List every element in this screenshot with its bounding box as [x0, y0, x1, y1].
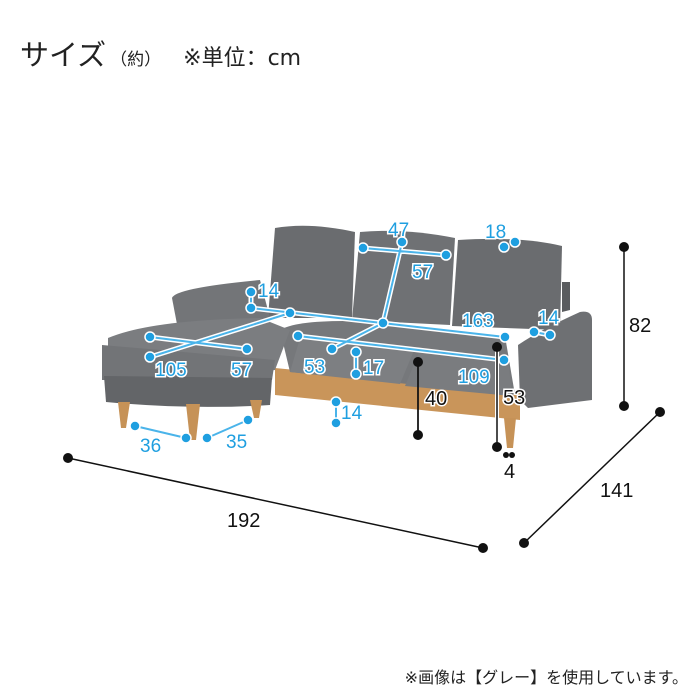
leg: [118, 402, 130, 428]
label-total-depth: 141: [600, 480, 633, 502]
leg: [504, 418, 516, 448]
label-arm-height: 53: [503, 387, 525, 409]
leg: [186, 404, 200, 440]
ottoman-base: [104, 376, 272, 407]
label-ottoman-leg-span-w: 36: [140, 436, 161, 457]
image-note: ※画像は【グレー】を使用しています。: [404, 668, 688, 687]
black-dimension-lines: [63, 242, 665, 553]
title-unit: ※単位：cm: [183, 46, 302, 71]
size-title: サイズ（約） ※単位：cm: [20, 32, 301, 74]
label-total-width: 192: [227, 510, 260, 532]
label-seat-depth: 53: [304, 357, 325, 378]
wood-frame: [275, 368, 520, 420]
title-approx: （約）: [110, 50, 162, 70]
label-ottoman-leg-span-d: 35: [226, 432, 247, 453]
leg: [250, 400, 262, 418]
label-seat-width: 163: [462, 311, 494, 332]
label-chaise-width: 57: [231, 360, 252, 381]
label-back-cushion-height: 57: [412, 262, 433, 283]
label-total-height: 82: [629, 315, 651, 337]
back-cushion-right: [452, 238, 562, 330]
blue-dimension-lines: [129, 236, 556, 444]
label-arm-width-right: 14: [538, 308, 560, 329]
dimension-dots: [129, 236, 556, 444]
title-main: サイズ: [20, 38, 107, 72]
label-floor-clearance: 14: [341, 403, 363, 424]
label-back-cushion-width: 47: [388, 220, 409, 241]
label-leg-inset: 4: [504, 461, 515, 483]
label-back-cushion-depth: 18: [485, 222, 506, 243]
label-chaise-length: 105: [155, 360, 187, 381]
label-arm-height-left: 14: [258, 281, 280, 302]
label-seat-front-width: 109: [458, 367, 490, 388]
label-seat-height: 40: [425, 388, 447, 410]
back-cushion-left: [268, 225, 355, 318]
label-cushion-thickness: 17: [363, 358, 384, 379]
